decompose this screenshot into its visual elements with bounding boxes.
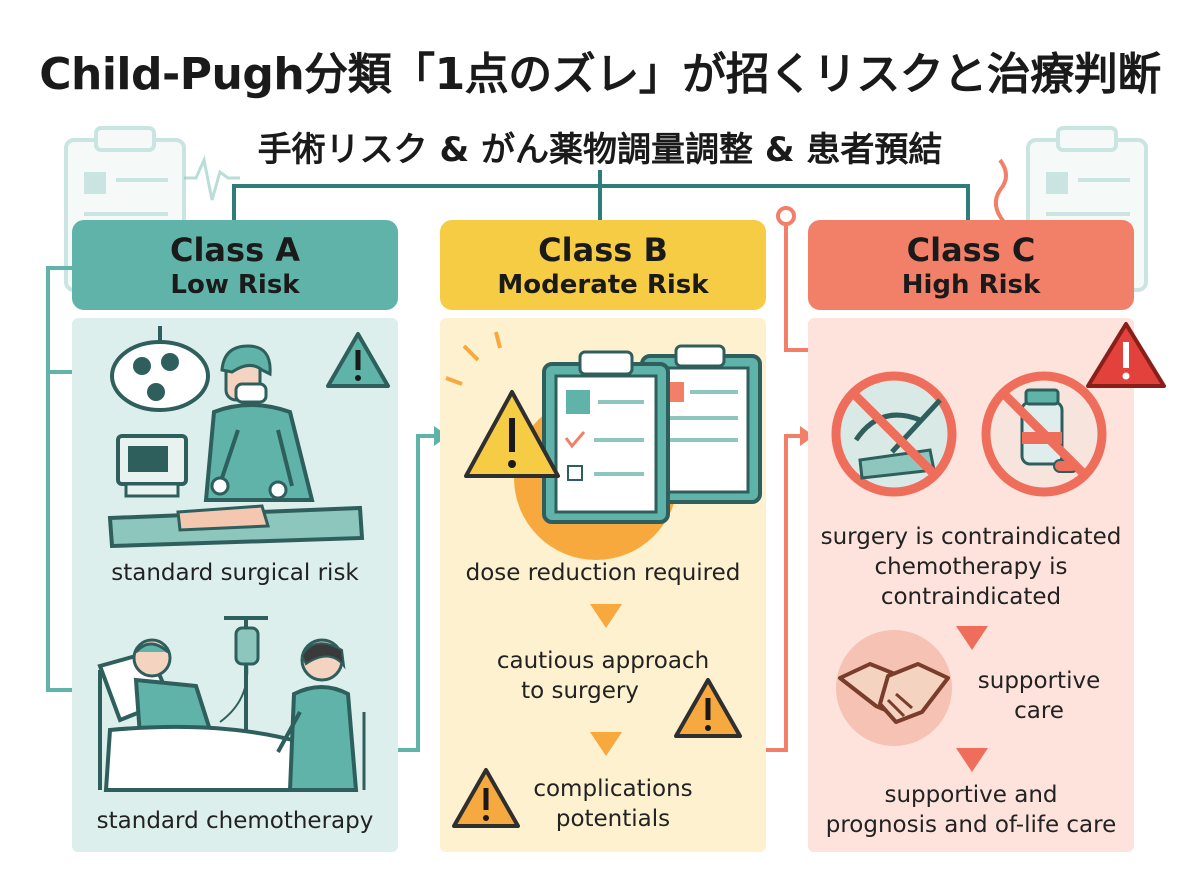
operating-table-icon bbox=[107, 504, 365, 549]
class-c-name: Class C bbox=[906, 231, 1036, 269]
class-b-risk: Moderate Risk bbox=[497, 270, 709, 300]
handshake-icon bbox=[836, 630, 952, 746]
class-c-item-supportive-and: supportive and bbox=[884, 782, 1058, 808]
nurse-icon bbox=[276, 638, 366, 792]
class-a-item-surgical: standard surgical risk bbox=[111, 560, 359, 586]
class-b-name: Class B bbox=[538, 231, 668, 269]
class-b-item-cautious: cautious approach bbox=[496, 648, 710, 674]
arrow-down-icon bbox=[590, 732, 622, 756]
warning-icon bbox=[452, 768, 520, 828]
monitor-icon bbox=[116, 434, 188, 498]
class-c-risk: High Risk bbox=[901, 270, 1041, 300]
class-a-risk: Low Risk bbox=[170, 270, 300, 300]
warning-icon bbox=[464, 390, 560, 478]
class-a-header: Class A Low Risk bbox=[72, 220, 398, 310]
class-c-item-chemo: chemotherapy is bbox=[874, 554, 1068, 580]
arrow-down-icon bbox=[590, 604, 622, 628]
surgeon-icon bbox=[203, 344, 315, 502]
class-c-item-surgery: surgery is contraindicated bbox=[820, 524, 1122, 550]
chemotherapy-patient-icon bbox=[97, 638, 305, 792]
surgery-lamp-icon bbox=[110, 326, 210, 412]
warning-icon bbox=[326, 332, 390, 388]
class-c-item-care: care bbox=[1014, 698, 1064, 724]
class-c-item-contraindicated: contraindicated bbox=[880, 584, 1062, 610]
class-b-item-complications: complications bbox=[533, 776, 693, 802]
class-a-item-chemotherapy: standard chemotherapy bbox=[96, 808, 374, 834]
arrow-down-icon bbox=[956, 748, 988, 772]
class-a-name: Class A bbox=[169, 231, 301, 269]
warning-icon bbox=[674, 678, 742, 738]
no-surgery-icon bbox=[831, 371, 957, 497]
clipboard-icon bbox=[542, 350, 670, 524]
class-c-header: Class C High Risk bbox=[808, 220, 1134, 310]
class-c-item-prognosis: prognosis and of-life care bbox=[825, 812, 1117, 838]
class-b-item-surgery: to surgery bbox=[521, 678, 639, 704]
no-medication-icon bbox=[981, 371, 1107, 497]
class-c-item-supportive: supportive bbox=[977, 668, 1101, 694]
arrow-down-icon bbox=[956, 626, 988, 650]
page-title: Child-Pugh分類「1点のズレ」が招くリスクと治療判断 bbox=[39, 49, 1161, 100]
warning-icon bbox=[1086, 322, 1166, 388]
class-b-header: Class B Moderate Risk bbox=[440, 220, 766, 310]
class-b-item-dose: dose reduction required bbox=[465, 560, 741, 586]
page-subtitle: 手術リスク & がん薬物調量調整 & 患者預結 bbox=[257, 130, 943, 170]
class-b-item-potentials: potentials bbox=[555, 806, 671, 832]
